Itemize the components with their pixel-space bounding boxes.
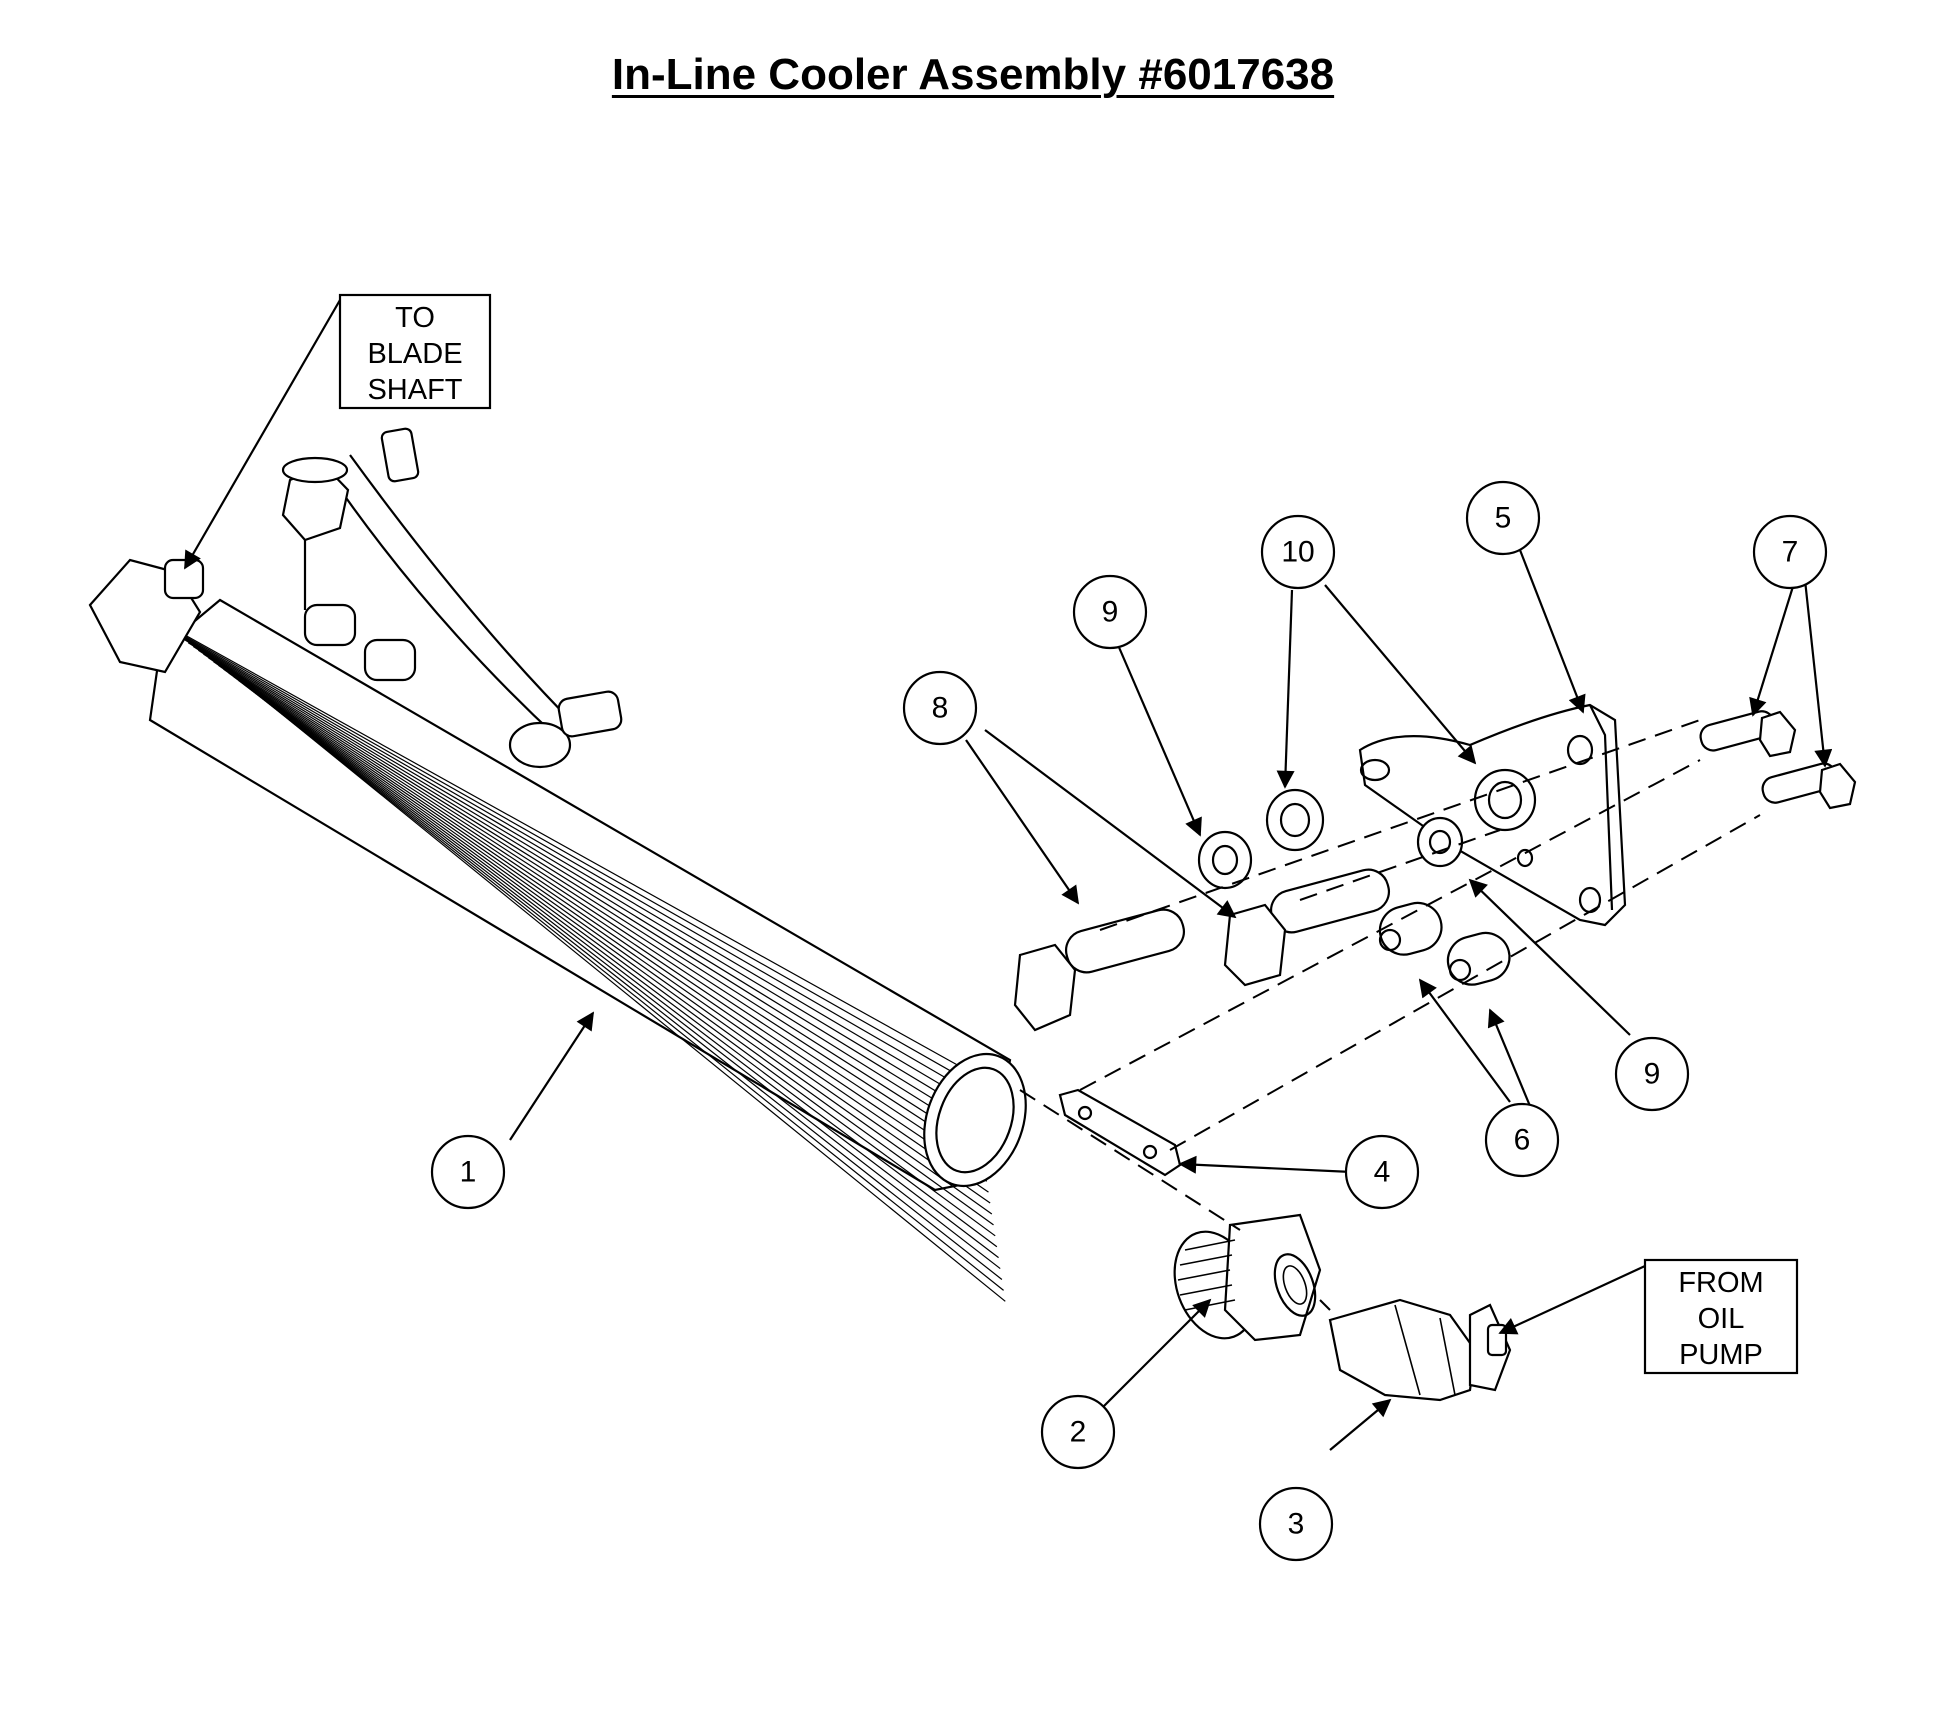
cooler-rib-line [263,698,1006,1302]
callout-5: 5 [1465,480,1541,556]
callout-9-top: 9 [1072,574,1148,650]
cooler-rib-line [238,679,998,1248]
washers-parts-9-10 [1197,788,1464,890]
cooler-rib-line [177,634,978,1117]
leader-lines [184,299,1833,1451]
note-from-oil-pump-line-2: OIL [1698,1303,1745,1335]
callout-9-bottom: 9 [1614,1036,1690,1112]
cooler-rib-line [233,676,996,1237]
callout-3: 3 [1258,1486,1334,1562]
cooler-rib-line [213,661,989,1193]
callout-10-label: 10 [1281,536,1314,569]
callout-7: 7 [1752,514,1828,590]
cooler-rib-line [228,672,994,1226]
callout-4-label: 4 [1374,1156,1391,1189]
callout-9a-label: 9 [1102,596,1119,629]
note-from-oil-pump-line-1: FROM [1678,1267,1763,1299]
cooler-rib-line [248,687,1001,1270]
cooler-body-part-1 [88,427,1027,1302]
note-to-blade-shaft-line-1: TO [395,302,435,334]
cooler-rib-line [208,657,988,1182]
page-title: In-Line Cooler Assembly #6017638 [611,50,1335,99]
callout-9b-label: 9 [1644,1058,1661,1091]
bolts-part-7 [1699,710,1857,810]
cooler-rib-line [182,638,979,1128]
callout-7-label: 7 [1782,536,1799,569]
note-to-blade-shaft: TO BLADE SHAFT [338,293,492,410]
callout-8-label: 8 [932,692,949,725]
note-from-oil-pump: FROM OIL PUMP [1643,1258,1799,1375]
callout-6-label: 6 [1514,1124,1531,1157]
note-to-blade-shaft-line-3: SHAFT [367,374,462,406]
cooler-rib-line [197,649,984,1160]
callout-4: 4 [1344,1134,1420,1210]
callout-8: 8 [902,670,978,746]
cooler-rib-line [172,630,976,1106]
callout-2-label: 2 [1070,1416,1087,1449]
cooler-rib-line [167,627,974,1095]
cooler-rib-line [253,691,1003,1280]
cooler-rib-line [258,695,1004,1291]
callout-5-label: 5 [1495,502,1512,535]
elbow-fitting-part-3 [1328,1298,1512,1402]
spacers-part-6 [1378,901,1511,986]
cooler-rib-line [218,664,991,1204]
callout-1-label: 1 [460,1156,477,1189]
cooler-rib-line [162,623,972,1084]
note-from-oil-pump-line-3: PUMP [1679,1339,1763,1371]
callout-10: 10 [1260,514,1336,590]
callout-1: 1 [430,1134,506,1210]
strap-part-4 [1058,1088,1182,1177]
assembly-centerlines [1019,719,1761,1311]
reducer-fitting-part-2 [1173,1213,1322,1342]
cooler-rib-line [187,642,981,1139]
callout-3-label: 3 [1288,1508,1305,1541]
callout-2: 2 [1040,1394,1116,1470]
note-to-blade-shaft-line-2: BLADE [367,338,462,370]
cooler-rib-line [243,683,999,1259]
cooler-rib-line [203,653,986,1171]
bolts-part-8 [1013,868,1390,1032]
mounting-plate-part-5 [1358,703,1627,927]
cooler-rib-line [223,668,993,1215]
cooler-rib-line [157,619,971,1073]
callout-6: 6 [1484,1102,1560,1178]
cooler-rib-line [192,645,983,1149]
